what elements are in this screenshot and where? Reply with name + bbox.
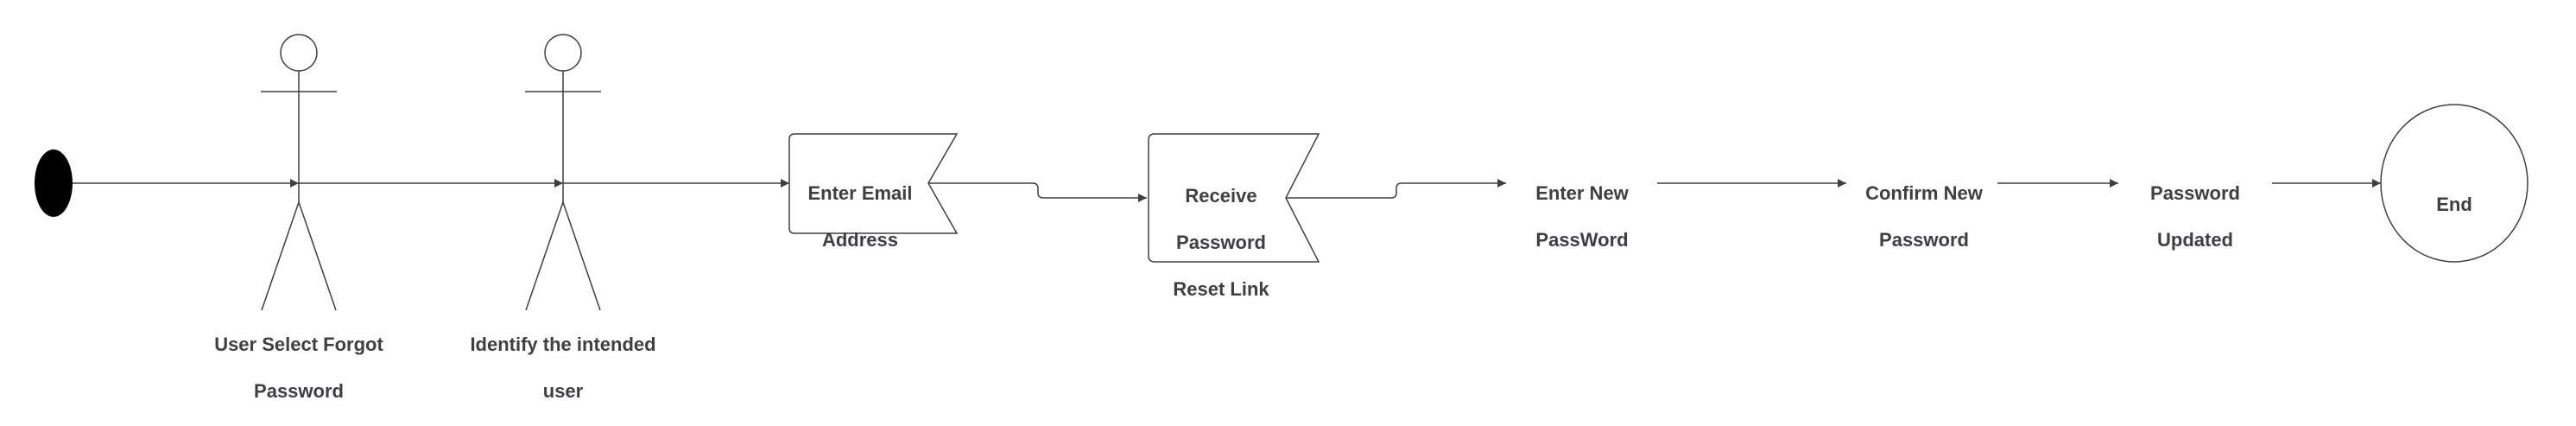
step-reset-link-shape[interactable] [1148, 133, 1320, 263]
step-password-updated-line1: Password [2150, 182, 2240, 204]
step-confirm-password-label[interactable]: Confirm New Password [1855, 158, 1993, 275]
step-enter-new-password-line2: PassWord [1535, 229, 1629, 251]
actor-system-label: Identify the intended user [451, 309, 675, 426]
step-reset-link-line3: Reset Link [1173, 278, 1269, 300]
step-reset-link-label: Receive Password Reset Link [1149, 161, 1294, 324]
step-password-updated-label[interactable]: Password Updated [2126, 158, 2264, 275]
end-node-label: End [2411, 169, 2497, 239]
actor-user-label-line2: Password [254, 380, 344, 402]
flow-diagram [35, 34, 2529, 311]
step-enter-email-shape[interactable] [788, 133, 959, 234]
step-enter-new-password-line1: Enter New [1535, 182, 1629, 204]
connector-reset-link-to-new-password [1286, 179, 1506, 199]
actor-system-label-line1: Identify the intended [470, 334, 656, 355]
step-enter-email-label: Enter Email Address [789, 158, 931, 275]
actor-system-figure[interactable] [525, 34, 601, 311]
actor-user-label-line1: User Select Forgot [214, 334, 383, 355]
start-node[interactable] [35, 149, 73, 217]
step-password-updated-line2: Updated [2157, 229, 2233, 251]
end-node[interactable] [2380, 104, 2529, 263]
step-reset-link-line2: Password [1176, 232, 1266, 253]
connector-email-to-reset-link [928, 182, 1147, 202]
step-confirm-password-line1: Confirm New [1865, 182, 1983, 204]
step-enter-email-line1: Enter Email [807, 182, 913, 204]
actor-system-label-line2: user [542, 380, 584, 402]
actor-user-figure[interactable] [261, 34, 337, 311]
step-confirm-password-line2: Password [1879, 229, 1969, 251]
end-node-text: End [2436, 194, 2472, 215]
step-enter-email-line2: Address [821, 229, 899, 251]
step-reset-link-line1: Receive [1185, 185, 1257, 207]
actor-user-label: User Select Forgot Password [195, 309, 402, 426]
step-enter-new-password-label[interactable]: Enter New PassWord [1513, 158, 1651, 275]
